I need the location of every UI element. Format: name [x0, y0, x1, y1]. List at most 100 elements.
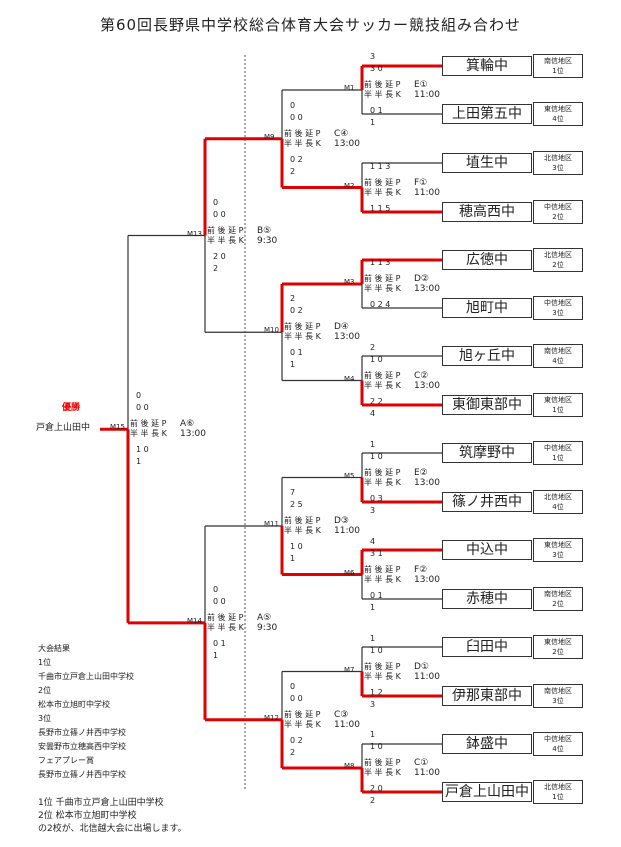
region-rank: 2位	[552, 213, 564, 221]
period-labels-bottom: 半 半 長 K	[207, 622, 244, 632]
match-time: 13:00	[180, 429, 206, 440]
match-time: 13:00	[334, 332, 360, 343]
match-id: M14	[187, 616, 202, 625]
score-halves: 1 1 3	[370, 161, 391, 171]
score-total: 2	[290, 294, 296, 304]
region-name: 東信地区	[544, 541, 572, 549]
region-rank: 4位	[552, 357, 564, 365]
score-halves: 2 2	[370, 396, 383, 406]
qualification-note: 1位 千曲市立戸倉上山田中学校 2位 松本市立旭町中学校 の2校が、北信越大会に…	[38, 797, 187, 836]
match-field: D②	[414, 274, 429, 284]
region-rank: 1位	[552, 454, 564, 462]
results-line: 3位	[38, 714, 52, 723]
region-name: 中信地区	[544, 203, 572, 211]
score-total: 4	[370, 536, 376, 546]
team-name: 鉢盛中	[442, 734, 532, 754]
team-name: 東御東部中	[442, 395, 532, 415]
score-total: 1	[370, 602, 376, 612]
score-halves: 1 1 5	[370, 203, 391, 213]
score-halves: 0 1	[213, 638, 226, 648]
score-total: 2	[370, 796, 376, 805]
region-name: 東信地区	[544, 105, 572, 113]
results-line: 長野市立篠ノ井西中学校	[38, 770, 126, 779]
results-line: 2位	[38, 686, 52, 695]
match-field: F②	[414, 564, 428, 575]
period-labels-top: 前 後 延 P	[284, 516, 321, 525]
match-time: 11:00	[334, 719, 360, 730]
score-halves: 1 2	[370, 687, 383, 697]
period-labels-top: 前 後 延 P	[207, 225, 244, 235]
score-halves: 0 3	[370, 493, 383, 503]
score-halves: 1 0	[290, 542, 303, 551]
score-halves: 0 0	[213, 209, 226, 219]
team-name: 上田第五中	[442, 104, 532, 124]
champion-name: 戸倉上山田中	[36, 423, 91, 433]
score-halves: 0 0	[136, 403, 149, 413]
footer-line: 1位 千曲市立戸倉上山田中学校	[38, 798, 164, 808]
region-name: 北信地区	[544, 783, 572, 791]
match-field: E①	[414, 80, 428, 90]
score-total: 1	[370, 633, 376, 643]
region-badge: 北信地区 3位	[533, 151, 583, 175]
period-labels-top: 前 後 延 P	[284, 128, 321, 138]
period-labels-bottom: 半 半 長 K	[207, 235, 244, 245]
score-total: 3	[370, 699, 376, 709]
team-name: 筑摩野中	[442, 443, 532, 463]
score-total: 1	[136, 457, 142, 467]
results-line: 1位	[38, 658, 52, 667]
score-total: 0	[213, 197, 219, 207]
period-labels-bottom: 半 半 長 K	[284, 719, 321, 729]
period-labels-bottom: 半 半 長 K	[364, 187, 401, 197]
score-halves: 0 2 4	[370, 300, 391, 309]
match-time: 11:00	[334, 526, 360, 536]
match-field: C③	[334, 709, 349, 720]
score-total: 1	[213, 650, 219, 660]
period-labels-top: 前 後 延 P	[364, 274, 401, 283]
match-time: 13:00	[414, 574, 440, 585]
tournament-results: 大会結果 1位 千曲市立戸倉上山田中学校 2位 松本市立旭町中学校 3位 長野市…	[38, 642, 134, 782]
score-halves: 0 2	[290, 154, 303, 164]
score-halves: 0 1	[290, 348, 303, 358]
region-rank: 3位	[552, 164, 564, 172]
team-name: 中込中	[442, 540, 532, 560]
score-total: 1	[370, 730, 376, 739]
score-total: 0	[290, 100, 296, 110]
match-id: M13	[187, 229, 202, 238]
region-name: 北信地区	[544, 154, 572, 162]
team-name: 臼田中	[442, 637, 532, 657]
score-halves: 0 0	[213, 596, 226, 606]
score-total: 2	[290, 747, 296, 757]
score-total: 7	[290, 488, 296, 497]
results-heading: 大会結果	[38, 644, 70, 653]
match-field: D①	[414, 661, 429, 672]
score-halves: 1 1 3	[370, 258, 391, 267]
match-field: E②	[414, 467, 428, 478]
period-labels-top: 前 後 延 P	[364, 467, 401, 477]
match-id: M9	[264, 132, 275, 141]
team-name: 旭町中	[442, 298, 532, 318]
match-field: D③	[334, 516, 349, 526]
period-labels-top: 前 後 延 P	[364, 564, 401, 574]
match-field: F①	[414, 177, 428, 188]
match-time: 13:00	[414, 477, 440, 488]
match-id: M11	[264, 520, 279, 528]
